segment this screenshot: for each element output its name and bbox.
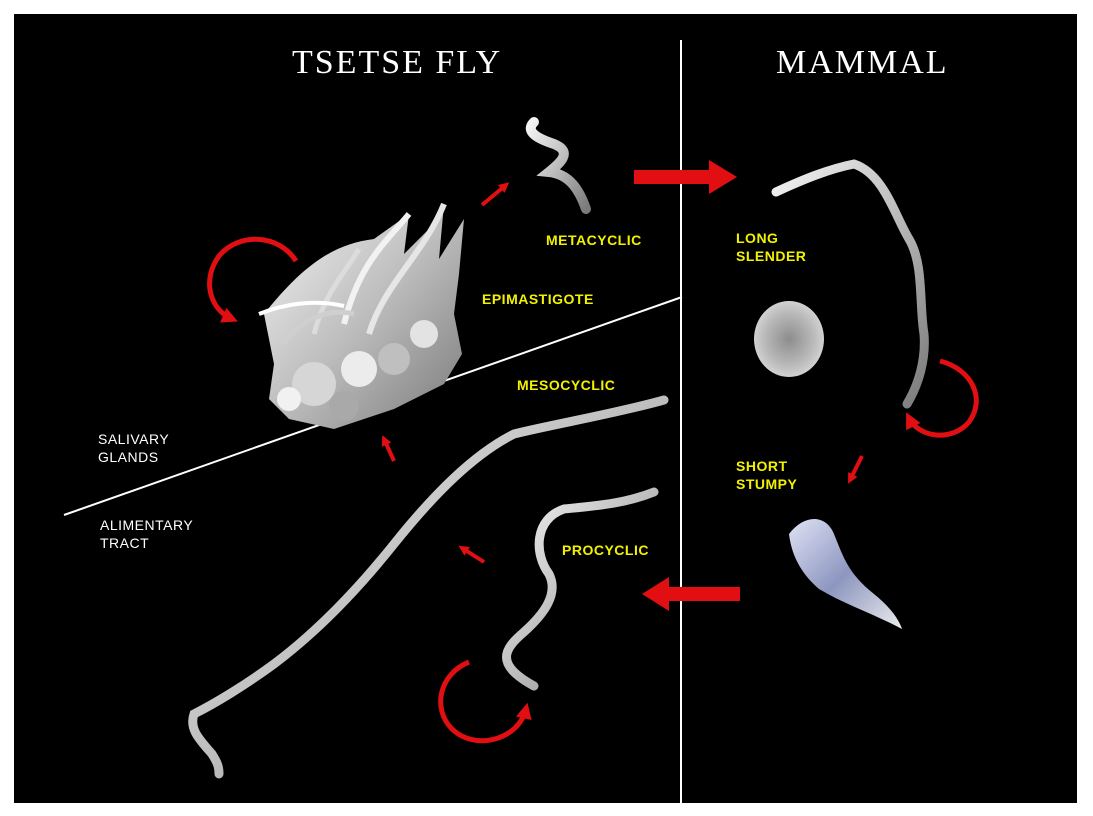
mammal-heading: MAMMAL — [776, 44, 949, 82]
long-slender-label: LONG SLENDER — [736, 229, 806, 265]
alimentary-tract-label: ALIMENTARY TRACT — [100, 516, 193, 552]
salivary-glands-label: SALIVARY GLANDS — [98, 430, 169, 466]
life-cycle-artwork — [14, 14, 1077, 803]
short-stumpy-trypanosome-image — [789, 519, 902, 629]
diagram-panel: TSETSE FLY MAMMAL METACYCLIC EPIMASTIGOT… — [14, 14, 1077, 803]
tsetse-fly-heading: TSETSE FLY — [292, 44, 502, 82]
procyclic-to-mesocyclic-arrow — [462, 548, 484, 562]
procyclic-label: PROCYCLIC — [562, 541, 649, 559]
mesocyclic-to-epimastigote-arrow — [384, 439, 394, 461]
short-stumpy-label: SHORT STUMPY — [736, 457, 797, 493]
metacyclic-label: METACYCLIC — [546, 231, 642, 249]
metacyclic-trypanosome-image — [531, 122, 586, 209]
mesocyclic-trypanosome-image — [193, 400, 664, 774]
mesocyclic-label: MESOCYCLIC — [517, 376, 615, 394]
slender-to-stumpy-arrow — [850, 456, 862, 480]
epimastigote-label: EPIMASTIGOTE — [482, 290, 594, 308]
epimastigote-to-metacyclic-arrow — [482, 185, 506, 205]
transmission-arrow — [634, 160, 737, 194]
red-blood-cell-image — [754, 301, 824, 377]
procyclic-trypanosome-image — [507, 492, 655, 686]
ingestion-arrow — [642, 577, 740, 611]
epimastigote-cluster-image — [259, 204, 464, 429]
